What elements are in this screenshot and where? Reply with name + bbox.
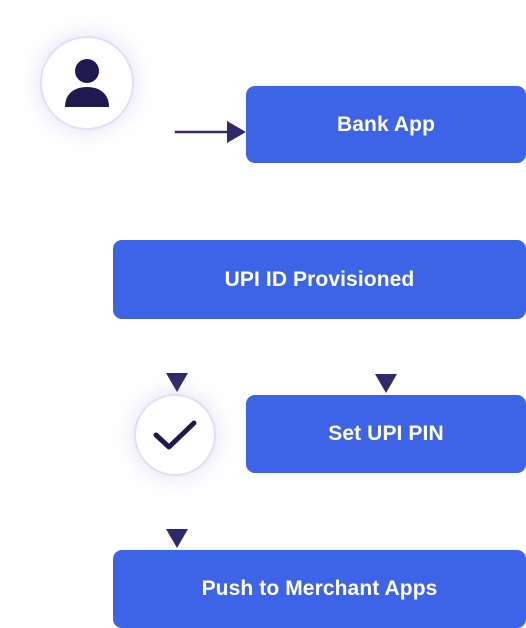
user-icon — [65, 59, 109, 107]
node-push-to-merchant-apps-label: Push to Merchant Apps — [201, 577, 438, 600]
connector-check-to-push — [166, 479, 188, 548]
checkmark-icon — [153, 420, 197, 450]
node-set-upi-pin: Set UPI PIN — [246, 395, 526, 473]
node-set-upi-pin-label: Set UPI PIN — [328, 422, 444, 445]
arrowhead-bank — [227, 121, 246, 143]
node-bank-app: Bank App — [246, 86, 526, 163]
arrowhead-pin — [375, 374, 397, 393]
node-bank-app-label: Bank App — [336, 112, 436, 136]
arrowhead-push — [166, 529, 188, 548]
node-upi-id-provisioned: UPI ID Provisioned — [113, 240, 526, 319]
connector-upi-to-bank — [174, 121, 246, 237]
arrowhead-check — [166, 373, 188, 392]
connector-upi-to-check — [166, 322, 188, 392]
connector-upi-to-pin — [375, 322, 397, 393]
node-upi-id-provisioned-label: UPI ID Provisioned — [224, 267, 415, 291]
check-circle — [134, 394, 216, 476]
user-avatar-circle — [40, 36, 134, 130]
node-push-to-merchant-apps: Push to Merchant Apps — [113, 550, 526, 628]
